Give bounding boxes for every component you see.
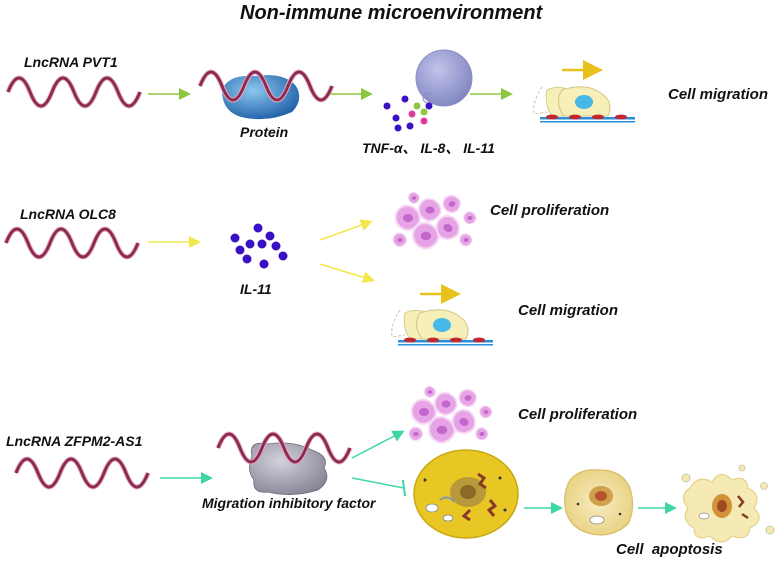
arrow-il11-proliferation [319,219,373,241]
outcome-cell-proliferation-2: Cell proliferation [518,406,638,423]
shrinking-cell [564,469,634,536]
proliferating-cells-2 [409,386,492,442]
mif-complex [218,434,350,495]
inhibition-connector [351,477,406,497]
migrating-cell-2 [391,309,494,346]
cytokines-label: TNF-α、 IL-8、 IL-11 [362,140,495,156]
lncrna-label-zfpm2: LncRNA ZFPM2-AS1 [6,433,143,449]
protein-label: Protein [240,124,289,140]
diagram-title: Non-immune microenvironment [240,2,543,24]
rna-helix-pvt1 [8,78,140,106]
secreting-cell [415,49,473,107]
lncrna-label-pvt1: LncRNA PVT1 [24,54,118,70]
mif-label: Migration inhibitory factor [202,495,376,511]
proliferating-cells-1 [393,192,476,248]
protein-complex [200,72,332,120]
migrating-cell-1 [533,86,636,123]
apoptotic-cell [681,464,775,543]
outcome-cell-migration-2: Cell migration [518,302,619,319]
arrow-il11-migration [319,263,375,284]
outcome-cell-proliferation-1: Cell proliferation [490,202,610,219]
il11-dots [230,223,288,269]
il11-label: IL-11 [240,281,272,297]
healthy-cell [413,449,519,539]
cytokine-dots-mixed [383,95,433,132]
outcome-cell-apoptosis: Cell apoptosis [616,541,723,558]
arrow-mif-proliferation [351,430,405,459]
outcome-cell-migration-1: Cell migration [668,86,769,103]
rna-helix-zfpm2 [16,459,148,487]
lncrna-label-olc8: LncRNA OLC8 [20,206,116,222]
rna-helix-olc8 [6,229,138,257]
